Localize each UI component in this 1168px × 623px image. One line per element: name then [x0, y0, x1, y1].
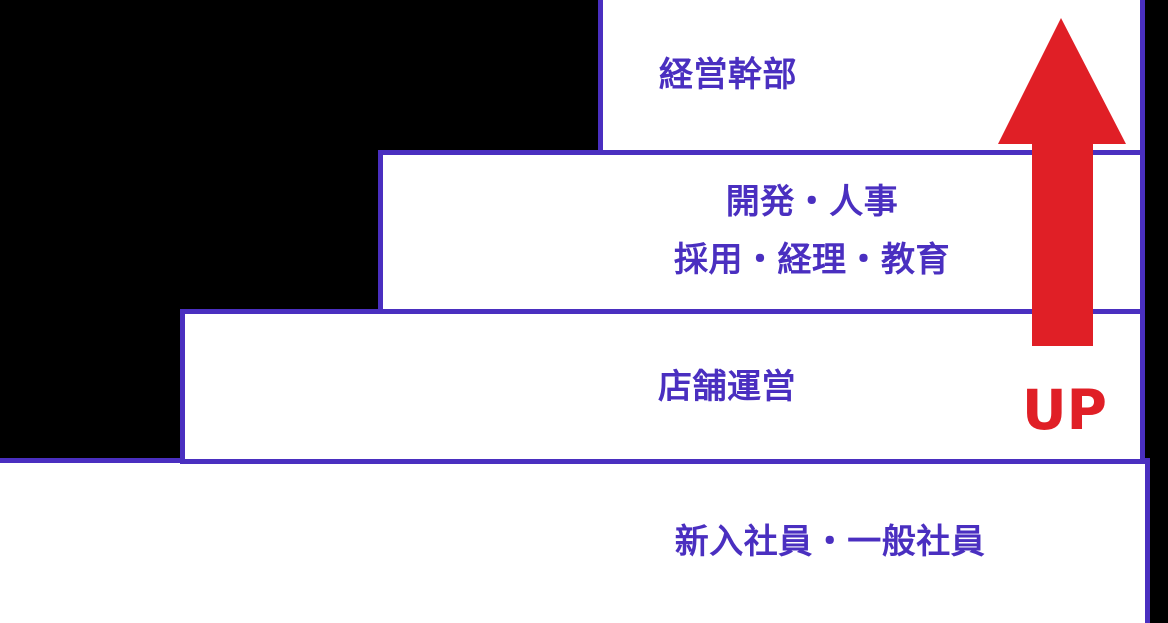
step-new-general-employee: [0, 458, 1150, 623]
step-development-hr: [378, 150, 1145, 314]
up-caption: UP: [1022, 378, 1107, 442]
arrow-up-icon: [995, 16, 1129, 348]
